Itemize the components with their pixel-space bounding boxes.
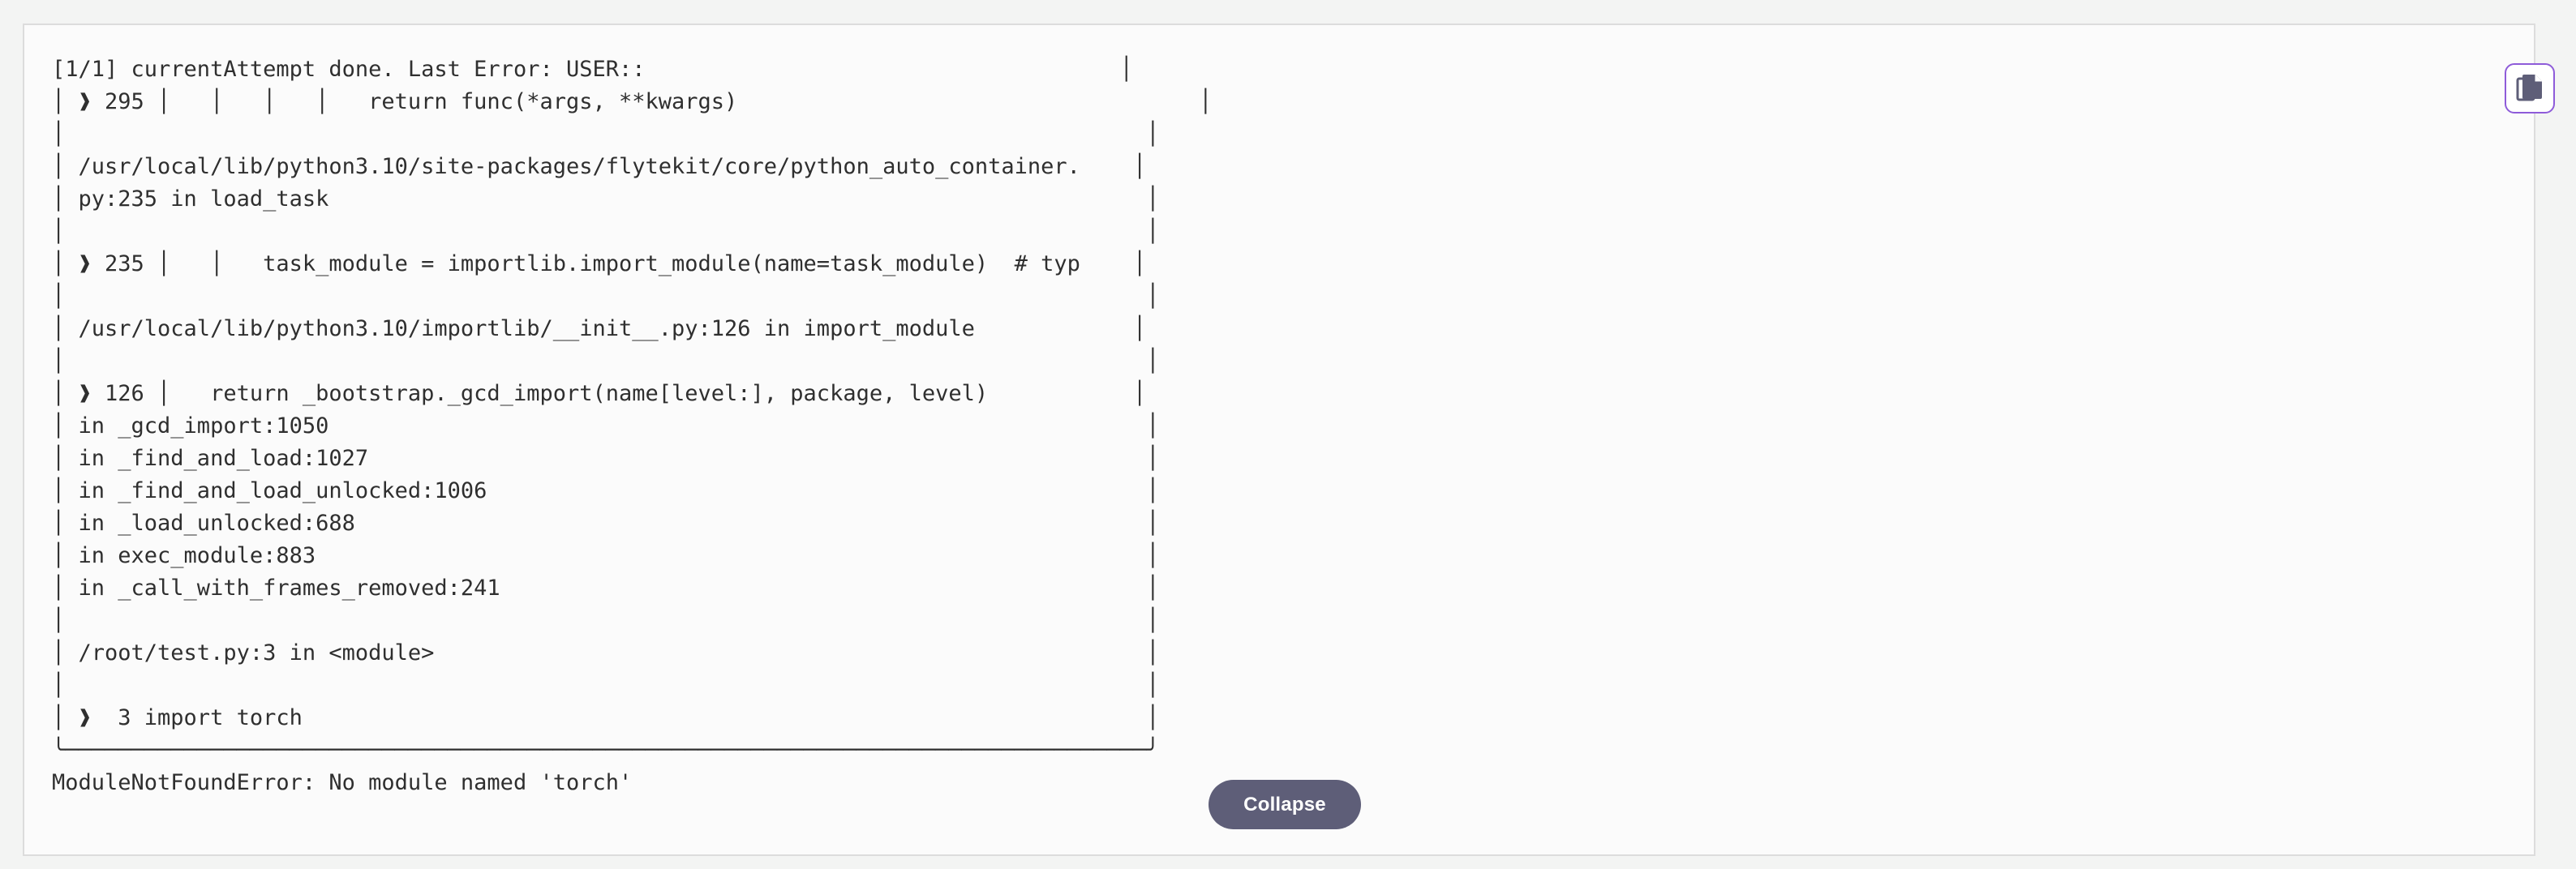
log-line: [1/1] currentAttempt done. Last Error: U…	[52, 57, 1133, 82]
log-line: │ ❱ 3 import torch │	[52, 705, 1160, 730]
log-line: │ /root/test.py:3 in <module> │	[52, 640, 1160, 666]
log-line: │ │	[52, 673, 1160, 698]
copy-button[interactable]	[2505, 63, 2555, 113]
copy-icon	[2516, 75, 2542, 101]
log-line: │ │	[52, 608, 1160, 633]
log-line: │ /usr/local/lib/python3.10/importlib/__…	[52, 316, 1147, 341]
log-line: ╰───────────────────────────────────────…	[52, 738, 1160, 763]
log-line: │ │	[52, 349, 1160, 374]
log-line: │ in _find_and_load_unlocked:1006 │	[52, 478, 1160, 503]
log-line: │ │	[52, 122, 1160, 147]
log-line: │ │	[52, 219, 1160, 244]
log-line: │ ❱ 235 │ │ task_module = importlib.impo…	[52, 251, 1147, 276]
log-line: │ /usr/local/lib/python3.10/site-package…	[52, 154, 1147, 179]
log-line: │ in exec_module:883 │	[52, 543, 1160, 568]
error-message: ModuleNotFoundError: No module named 'to…	[52, 770, 633, 795]
log-line: │ py:235 in load_task │	[52, 186, 1160, 212]
error-panel: [1/1] currentAttempt done. Last Error: U…	[23, 24, 2555, 856]
log-line: │ in _gcd_import:1050 │	[52, 413, 1160, 439]
log-line: │ ❱ 126 │ return _bootstrap._gcd_import(…	[52, 381, 1147, 406]
error-log: [1/1] currentAttempt done. Last Error: U…	[52, 54, 1212, 799]
collapse-button[interactable]: Collapse	[1209, 780, 1361, 829]
log-line: │ ❱ 295 │ │ │ │ return func(*args, **kwa…	[52, 89, 1213, 114]
log-line: │ in _call_with_frames_removed:241 │	[52, 576, 1160, 601]
log-line: │ in _find_and_load:1027 │	[52, 446, 1160, 471]
log-line: │ │	[52, 284, 1160, 309]
log-line: │ in _load_unlocked:688 │	[52, 511, 1160, 536]
